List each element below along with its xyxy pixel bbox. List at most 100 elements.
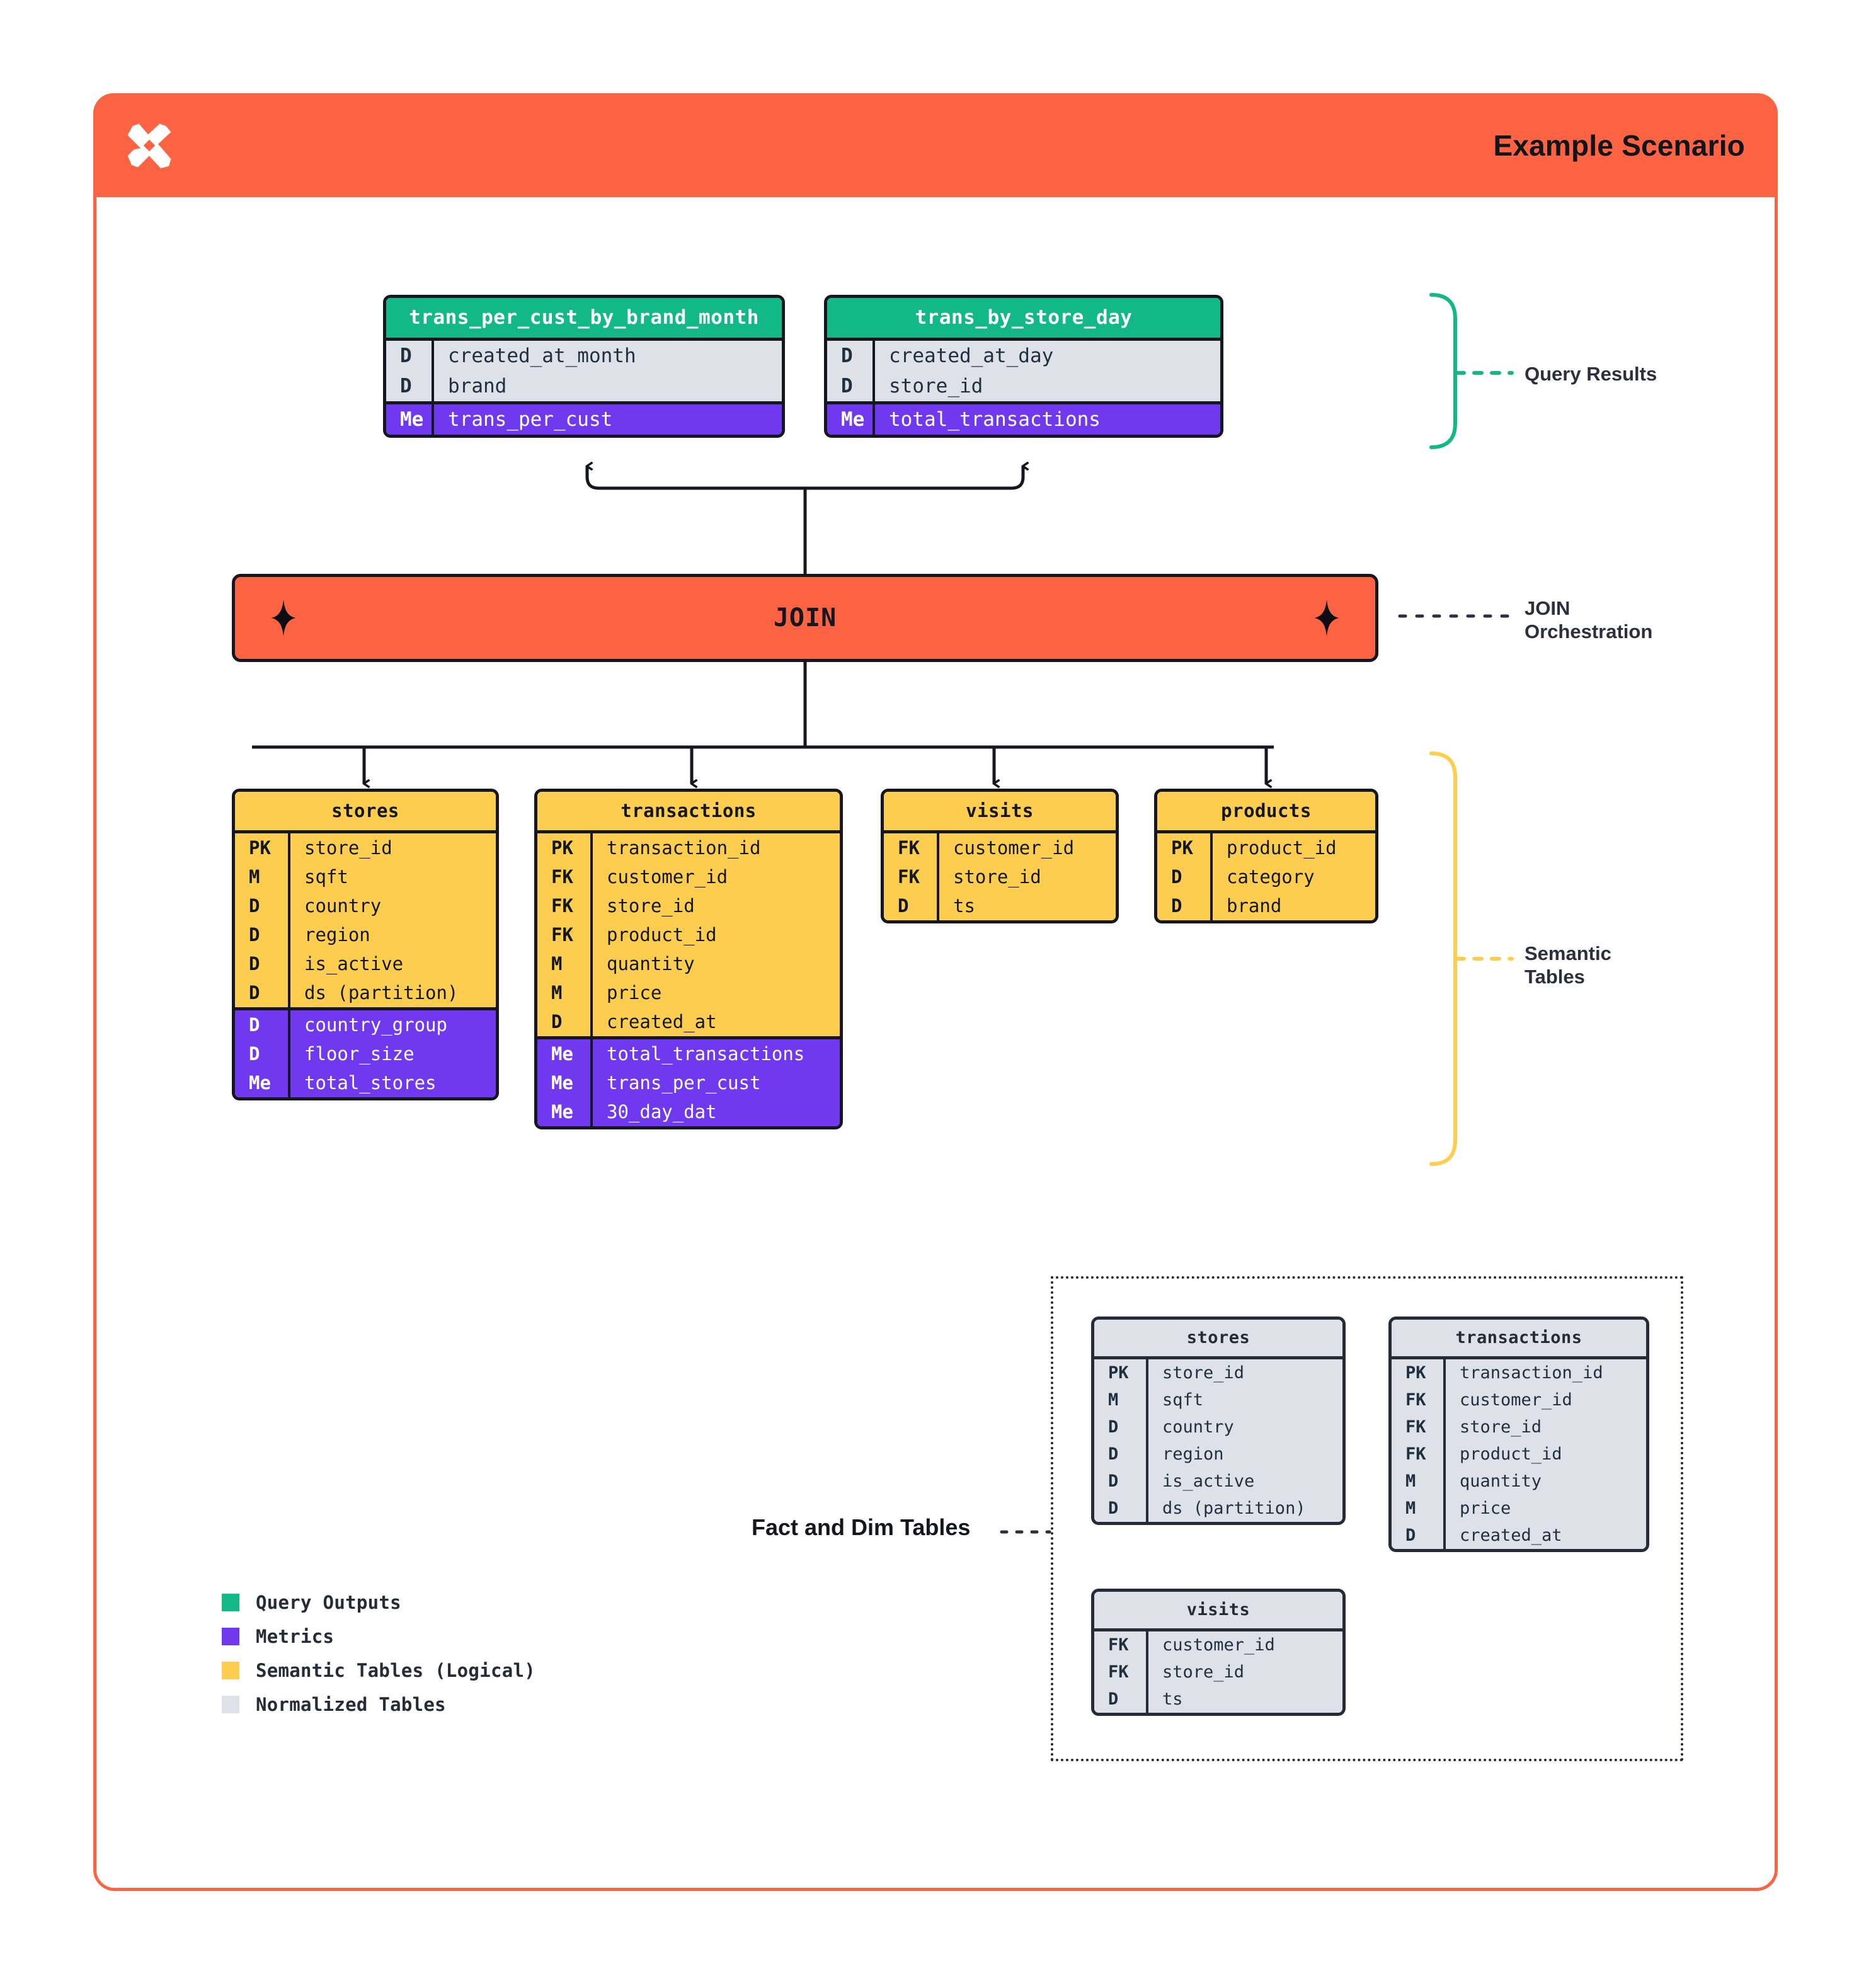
sparkle-icon [1314, 600, 1339, 636]
row-tag: M [1108, 1390, 1119, 1410]
row-field: ts [937, 891, 1116, 920]
table-row: PK store_id [1094, 1359, 1342, 1386]
row-tag: FK [551, 924, 573, 945]
row-field: region [1146, 1441, 1342, 1468]
row-field: ds (partition) [1146, 1495, 1342, 1522]
row-field: sqft [288, 862, 496, 891]
row-tag: M [551, 982, 563, 1003]
dimension-section: D created_at_day D store_id [827, 341, 1220, 401]
row-tag: FK [1405, 1390, 1426, 1410]
table-row: D store_id [827, 371, 1220, 401]
row-tag: PK [1405, 1363, 1426, 1383]
legend-swatch-normalized-tables [222, 1696, 239, 1713]
metric-section: Me total_transactions [827, 401, 1220, 435]
row-field: total_transactions [590, 1039, 840, 1068]
row-field: quantity [590, 949, 840, 978]
legend-item: Normalized Tables [222, 1694, 535, 1715]
row-field: customer_id [590, 862, 840, 891]
row-tag: FK [551, 895, 573, 917]
dimension-section: D created_at_month D brand [386, 341, 782, 401]
row-tag: Me [551, 1072, 573, 1094]
table-row: D created_at_month [386, 341, 782, 371]
row-field: product_id [590, 920, 840, 949]
row-field: store_id [1443, 1414, 1646, 1441]
row-tag: D [400, 345, 412, 367]
metric-section: Me trans_per_cust [386, 401, 782, 435]
legend: Query Outputs Metrics Semantic Tables (L… [222, 1592, 535, 1728]
row-tag: D [249, 895, 260, 917]
join-orchestration-bracket-label: JOIN Orchestration [1525, 597, 1653, 643]
row-field: is_active [1146, 1468, 1342, 1495]
row-tag: Me [249, 1072, 271, 1094]
row-tag: PK [551, 837, 573, 859]
join-orchestration-bar[interactable]: JOIN [232, 574, 1378, 662]
row-field: customer_id [1146, 1631, 1342, 1659]
row-tag: D [1171, 866, 1182, 888]
row-tag: FK [1108, 1635, 1129, 1655]
query-result-table-trans-by-store-day[interactable]: trans_by_store_day D created_at_day D st… [824, 295, 1223, 438]
row-tag: Me [400, 408, 424, 431]
query-result-table-trans-per-cust-by-brand-month[interactable]: trans_per_cust_by_brand_month D created_… [383, 295, 785, 438]
row-tag: D [1171, 895, 1182, 917]
join-label: JOIN [773, 603, 837, 632]
row-field: floor_size [288, 1039, 496, 1068]
page-title: Example Scenario [1493, 129, 1745, 162]
card-header: Example Scenario [93, 93, 1778, 197]
row-tag: M [551, 953, 563, 974]
fact-dim-label: Fact and Dim Tables [752, 1514, 971, 1540]
row-field: country_group [288, 1010, 496, 1039]
legend-swatch-metrics [222, 1628, 239, 1645]
table-row: Me total_transactions [827, 404, 1220, 435]
row-tag: D [841, 345, 853, 367]
row-tag: PK [249, 837, 271, 859]
row-tag: D [1405, 1526, 1416, 1545]
row-tag: PK [1108, 1363, 1129, 1383]
row-tag: M [1405, 1499, 1416, 1518]
row-field: price [1443, 1495, 1646, 1522]
row-tag: PK [1171, 837, 1193, 859]
table-row: FK customer_id [1094, 1631, 1342, 1659]
row-tag: D [249, 982, 260, 1003]
row-field: created_at [1443, 1522, 1646, 1549]
table-title: trans_by_store_day [827, 298, 1220, 341]
row-field: store_id [1146, 1359, 1342, 1386]
table-row: FK product_id [537, 920, 840, 949]
row-field: store_id [288, 833, 496, 862]
row-tag: D [249, 953, 260, 974]
row-field: brand [432, 371, 782, 401]
row-field: created_at_day [873, 341, 1220, 371]
row-field: quantity [1443, 1468, 1646, 1495]
row-field: store_id [1146, 1659, 1342, 1686]
row-tag: D [841, 375, 853, 397]
